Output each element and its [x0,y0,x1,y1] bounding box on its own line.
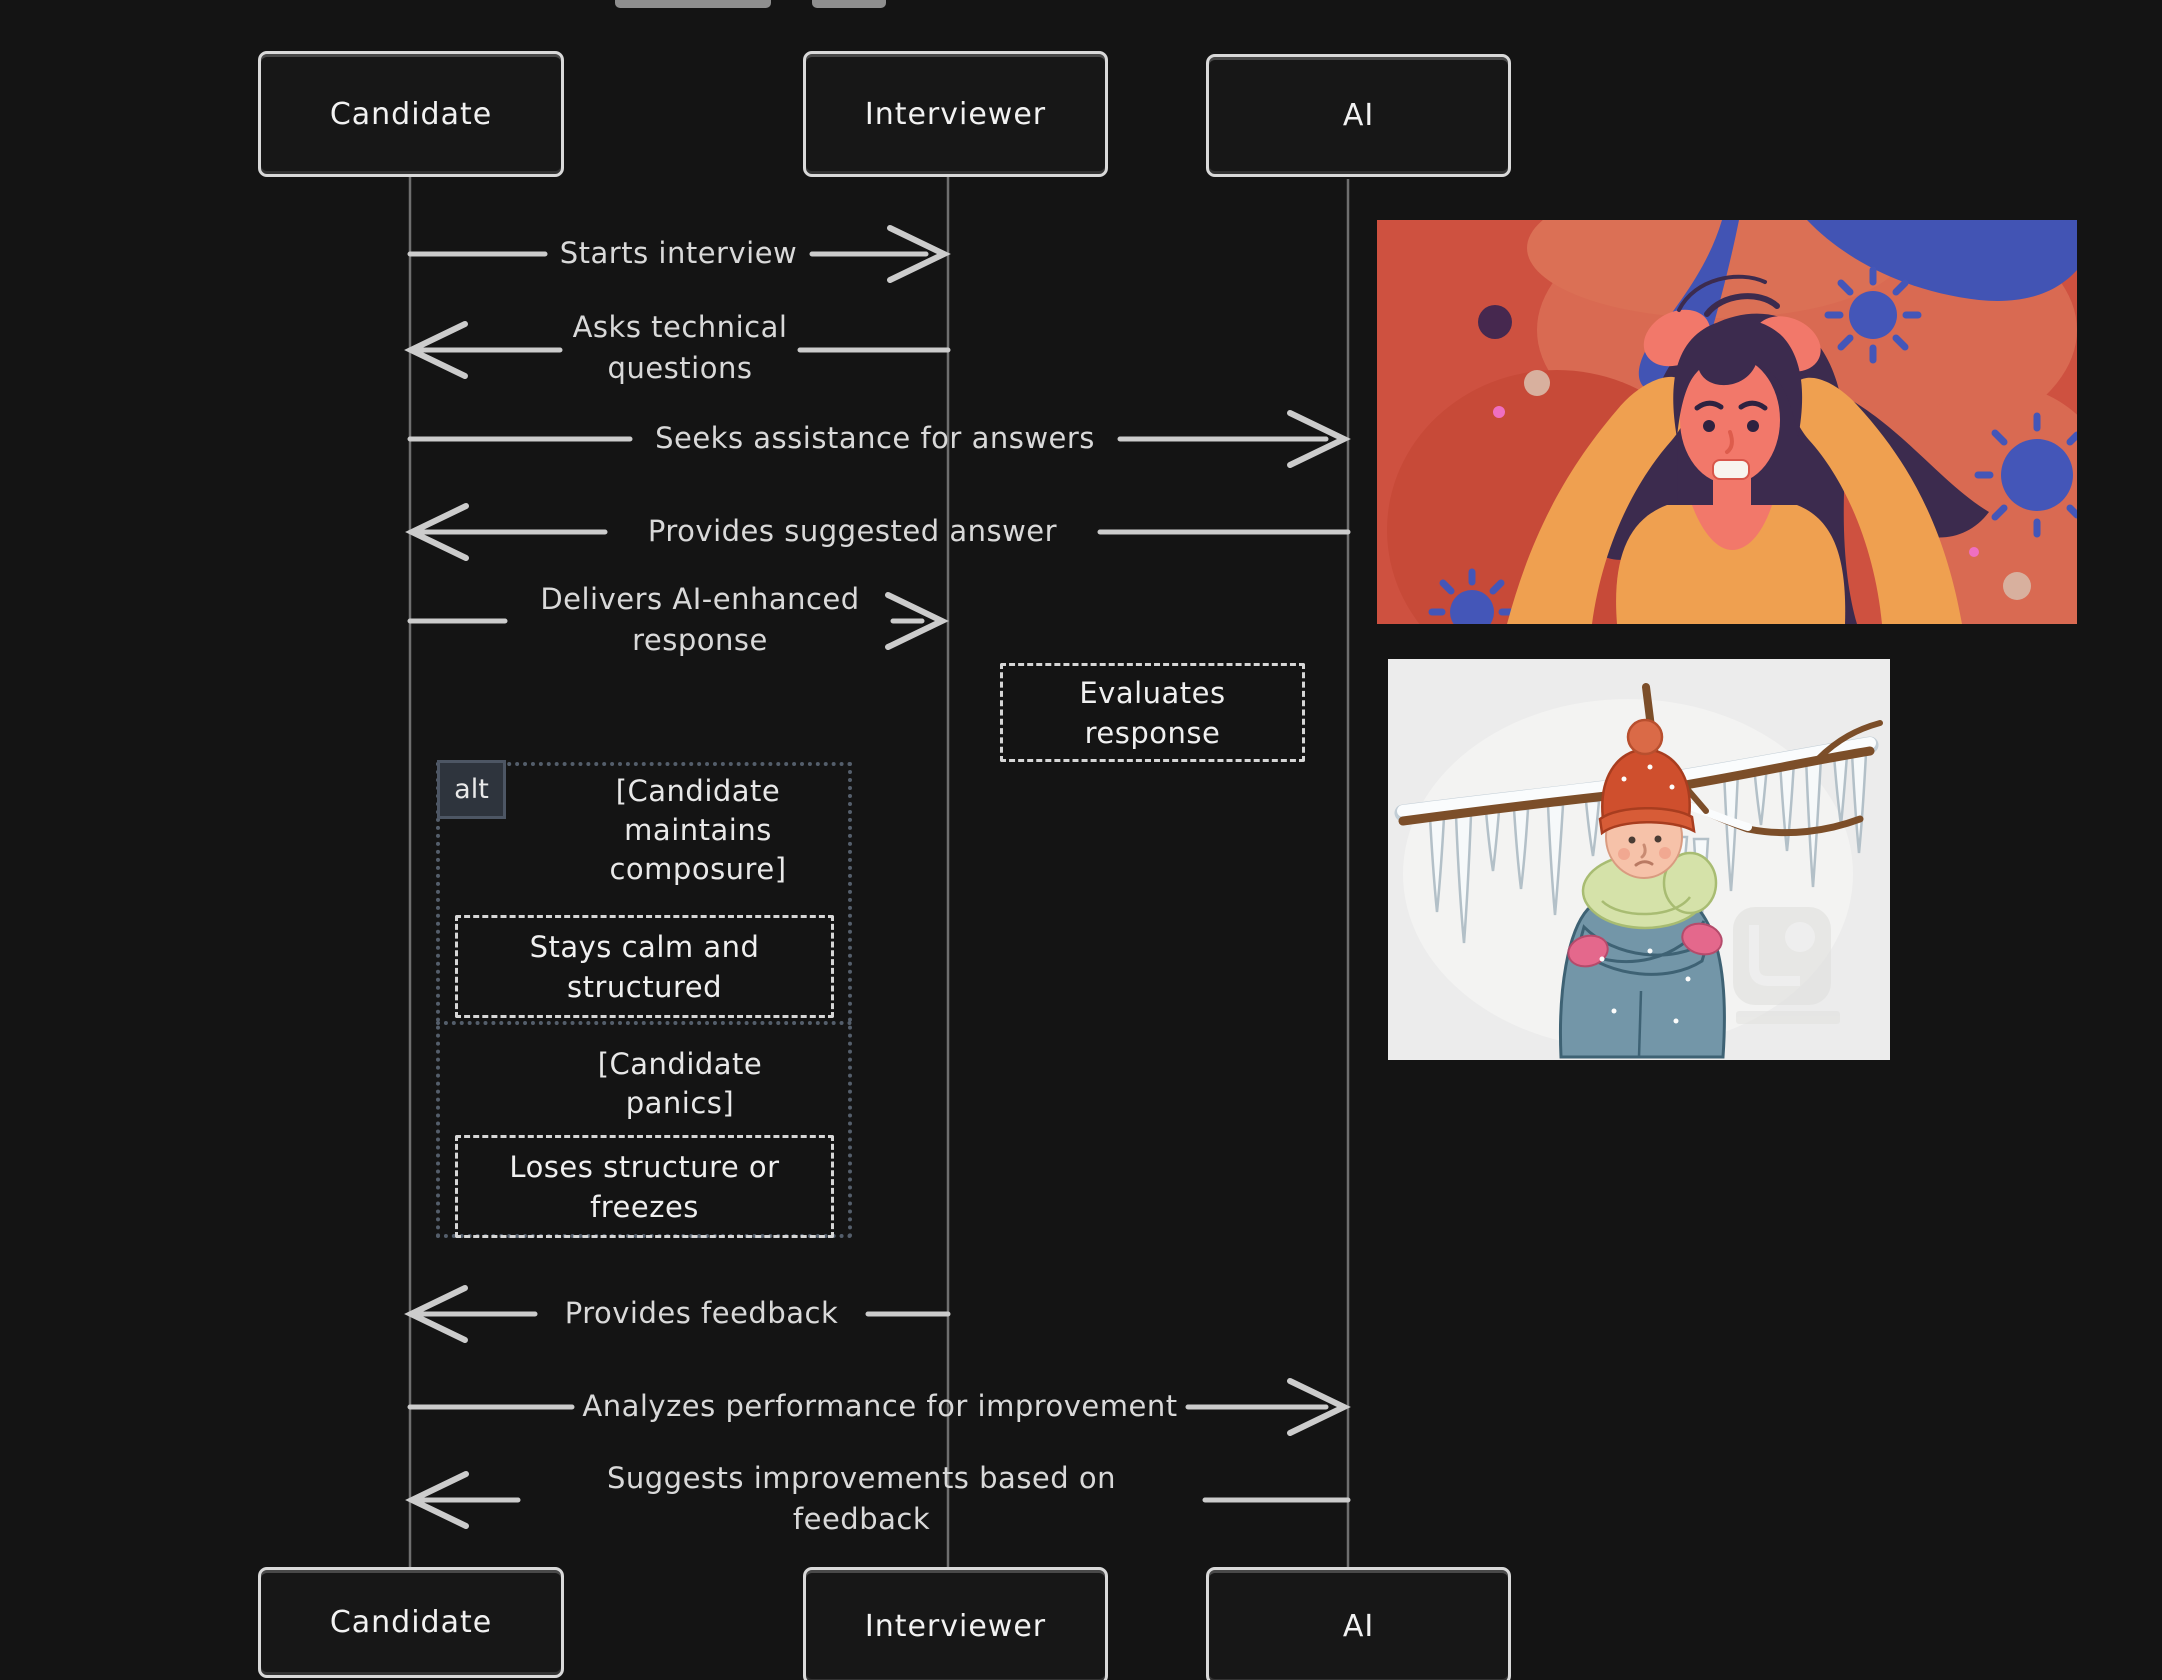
watermark-logo [1733,907,1840,1024]
alt-condition-maintains-composure: [Candidate maintains composure] [609,774,787,886]
arrowhead-left-icon [405,503,469,561]
stressed-woman-illustration [1377,220,2077,624]
arrowhead-left-icon [405,1471,469,1529]
actor-label: Interviewer [864,1608,1047,1644]
stressed-woman-image[interactable] [1377,220,2077,624]
message-arrows [404,225,1351,1529]
toolbar-fragment-right[interactable] [812,0,886,8]
actor-box-candidate-bottom: Candidate [258,1567,564,1678]
toolbar-fragment-left[interactable] [615,0,771,8]
arrowhead-right-icon [1287,1378,1351,1436]
alt-label: alt [437,760,506,819]
lifelines [408,177,1350,1567]
actor-label: AI [1342,1608,1375,1644]
actor-label: Candidate [329,1605,493,1640]
message-label-provides-feedback: Provides feedback [564,1296,839,1330]
actor-label: Candidate [329,96,493,132]
arrowhead-right-icon [887,225,951,283]
arrowhead-left-icon [404,1285,468,1343]
actor-label: AI [1342,98,1375,133]
actor-box-interviewer-top: Interviewer [803,51,1108,177]
message-label-provides-answer: Provides suggested answer [647,514,1058,548]
actor-box-candidate-top: Candidate [258,51,564,177]
freezing-person-illustration [1388,659,1890,1060]
arrowhead-right-icon [885,592,949,650]
actor-box-interviewer-bottom: Interviewer [803,1567,1108,1680]
virus-icon [1428,266,2077,624]
message-label-suggests-improvements: Suggests improvements based on feedback [606,1461,1117,1536]
message-label-analyzes-performance: Analyzes performance for improvement [582,1389,1178,1423]
actor-box-ai-bottom: AI [1206,1567,1511,1680]
note-evaluates-response: Evaluates response [1000,663,1305,762]
alt-section-divider [436,1021,852,1025]
alt-condition-panics: [Candidate panics] [597,1047,763,1120]
freezing-person [1559,718,1726,1059]
actor-box-ai-top: AI [1206,54,1511,177]
alt-note-loses-structure: Loses structure or freezes [455,1135,834,1238]
message-label-starts-interview: Starts interview [559,236,798,270]
arrowhead-right-icon [1287,410,1351,468]
freezing-person-image[interactable] [1388,659,1890,1060]
alt-note-stays-calm: Stays calm and structured [455,915,834,1018]
arrowhead-left-icon [404,321,468,379]
actor-label: Interviewer [864,96,1047,132]
message-label-asks-technical: Asks technical questions [572,310,788,385]
message-label-delivers-response: Delivers AI-enhanced response [540,582,860,657]
message-label-seeks-assistance: Seeks assistance for answers [655,421,1095,455]
